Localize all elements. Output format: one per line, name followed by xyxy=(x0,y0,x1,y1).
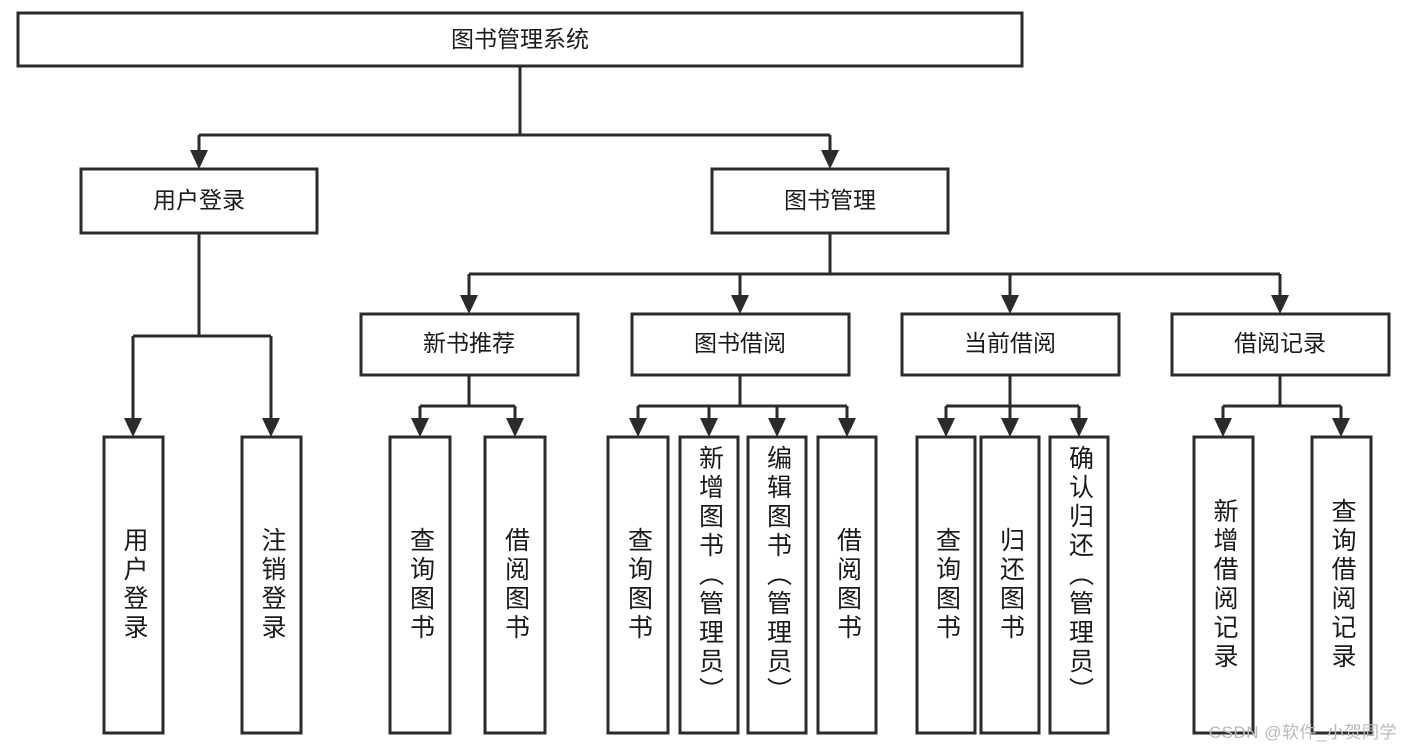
arrow-head-bb-leaf3 xyxy=(768,418,786,437)
arrow-head-bb-leaf1 xyxy=(629,418,647,437)
leaf-box-br-add-record[interactable] xyxy=(1192,435,1255,735)
node-book-borrow-label: 图书借阅 xyxy=(694,330,786,356)
arrow-head-leaf-user-login xyxy=(124,418,142,437)
node-book-borrow[interactable]: 图书借阅 xyxy=(630,312,851,377)
arrow-head-bb-leaf4 xyxy=(838,418,856,437)
node-user-login[interactable]: 用户登录 xyxy=(79,167,319,235)
node-current-borrow-label: 当前借阅 xyxy=(964,330,1056,356)
arrow-head-nb-leaf2 xyxy=(506,418,524,437)
leaf-box-bb-add-book[interactable] xyxy=(678,435,740,735)
leaf-box-nb-borrow-book[interactable] xyxy=(483,435,547,735)
arrow-head-new-book xyxy=(460,295,478,314)
arrow-head-book-borrow xyxy=(731,295,749,314)
leaf-box-bb-query-book[interactable] xyxy=(606,435,670,735)
node-current-borrow[interactable]: 当前借阅 xyxy=(900,312,1121,377)
leaf-boxes-group xyxy=(102,435,1373,735)
arrow-head-cb-leaf3 xyxy=(1070,418,1088,437)
node-new-book-recommend-label: 新书推荐 xyxy=(423,330,515,356)
arrow-head-br-leaf1 xyxy=(1214,418,1232,437)
leaf-box-nb-query-book[interactable] xyxy=(388,435,452,735)
node-root-label: 图书管理系统 xyxy=(451,26,589,52)
leaf-box-logout[interactable] xyxy=(240,435,303,735)
node-root[interactable]: 图书管理系统 xyxy=(16,11,1024,68)
leaf-box-cb-confirm-return[interactable] xyxy=(1048,435,1110,735)
arrow-head-cb-leaf2 xyxy=(1001,418,1019,437)
node-user-login-label: 用户登录 xyxy=(153,187,245,213)
leaf-box-bb-edit-book[interactable] xyxy=(746,435,808,735)
watermark-text: CSDN @软件_小贺同学 xyxy=(1208,723,1397,742)
arrow-head-user-login xyxy=(190,150,208,169)
leaf-box-cb-query-book[interactable] xyxy=(915,435,977,735)
arrow-head-borrow-record xyxy=(1271,295,1289,314)
node-new-book-recommend[interactable]: 新书推荐 xyxy=(359,312,580,377)
leaf-box-cb-return-book[interactable] xyxy=(979,435,1041,735)
arrow-head-bb-leaf2 xyxy=(700,418,718,437)
leaf-box-user-login[interactable] xyxy=(102,435,165,735)
leaf-box-br-query-record[interactable] xyxy=(1310,435,1373,735)
leaf-box-bb-borrow-book[interactable] xyxy=(816,435,878,735)
arrow-head-cb-leaf1 xyxy=(937,418,955,437)
arrow-head-current-borrow xyxy=(1001,295,1019,314)
node-borrow-record-label: 借阅记录 xyxy=(1234,330,1326,356)
node-borrow-record[interactable]: 借阅记录 xyxy=(1170,312,1391,377)
connectors-group xyxy=(124,66,1350,437)
arrow-head-br-leaf2 xyxy=(1332,418,1350,437)
arrow-head-nb-leaf1 xyxy=(411,418,429,437)
node-book-management-label: 图书管理 xyxy=(784,187,876,213)
node-book-management[interactable]: 图书管理 xyxy=(710,167,950,235)
arrow-head-book-mgmt xyxy=(821,150,839,169)
arrow-head-leaf-logout xyxy=(262,418,280,437)
